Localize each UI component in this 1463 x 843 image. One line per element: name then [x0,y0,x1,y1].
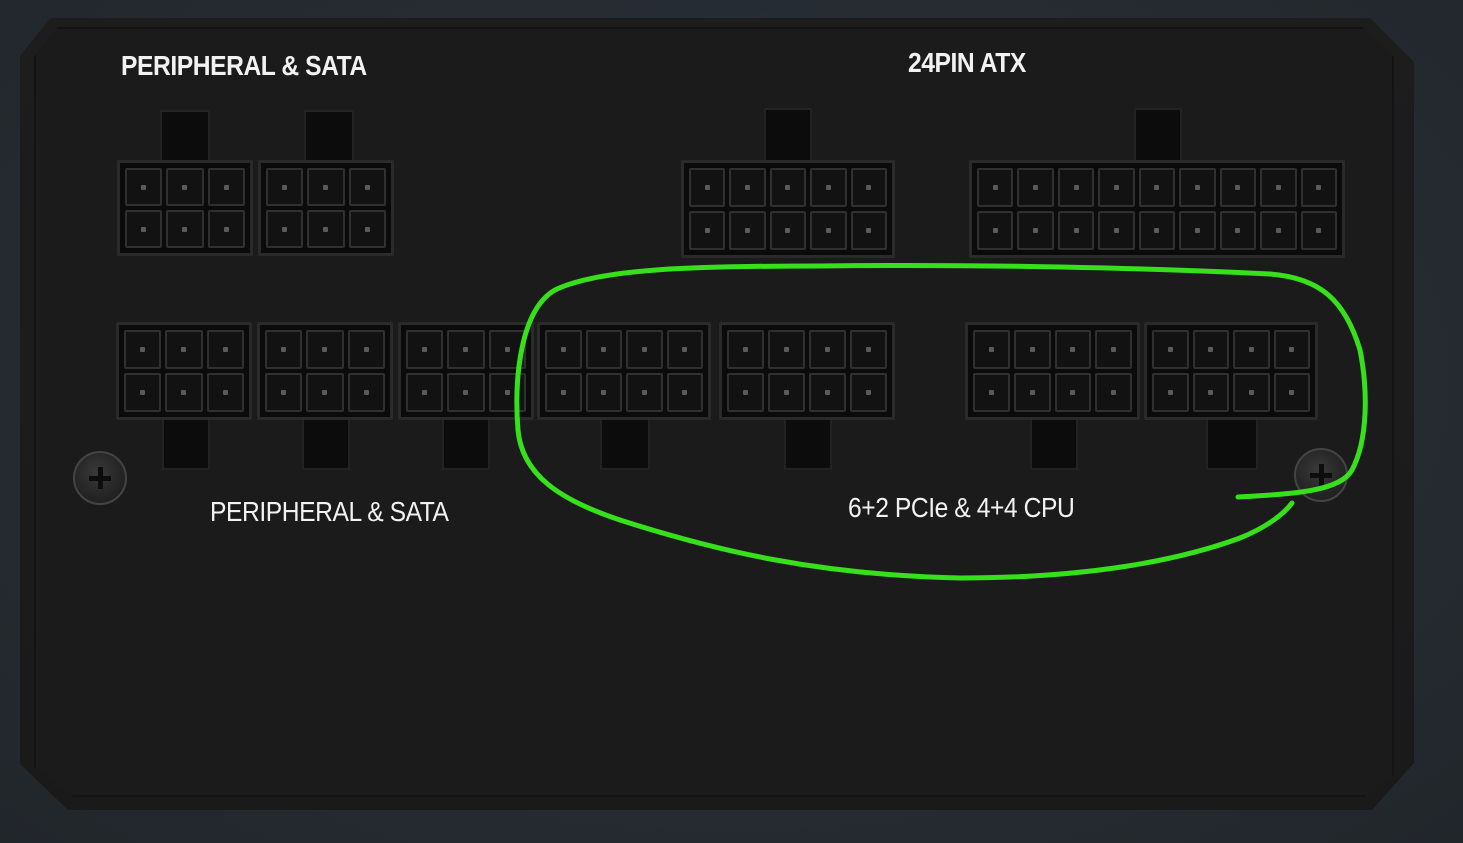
pcie-cpu-port[interactable] [1144,322,1318,420]
label-pcie-cpu: 6+2 PCIe & 4+4 CPU [848,492,1075,523]
connector-latch [162,414,210,470]
peripheral-sata-port[interactable] [398,322,534,420]
pcie-cpu-port[interactable] [965,322,1140,420]
peripheral-sata-port[interactable] [117,160,253,256]
screw-left [73,451,127,505]
pcie-cpu-port[interactable] [537,322,711,420]
peripheral-sata-port[interactable] [258,160,394,256]
label-peripheral-sata-top: PERIPHERAL & SATA [121,50,367,81]
peripheral-sata-port[interactable] [116,322,252,420]
pcie-cpu-port[interactable] [719,322,895,420]
connector-latch [600,414,650,470]
connector-latch [1030,414,1078,470]
atx-18pin-port[interactable] [969,160,1345,258]
label-24pin-atx: 24PIN ATX [908,47,1026,78]
label-peripheral-sata-bottom: PERIPHERAL & SATA [210,496,449,527]
peripheral-sata-port[interactable] [257,322,393,420]
atx-10pin-port[interactable] [681,160,895,258]
